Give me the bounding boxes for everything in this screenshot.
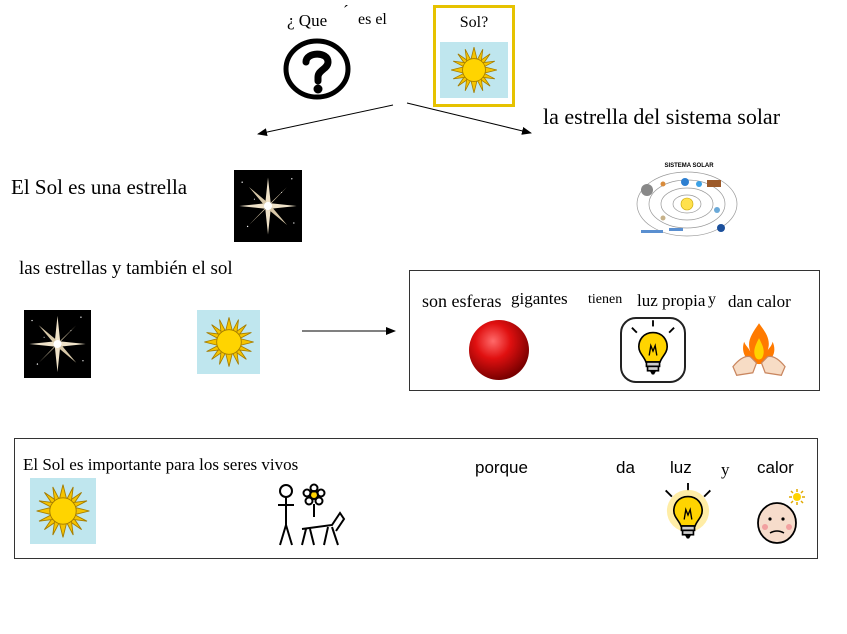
red-sphere-icon [466,317,532,383]
importance-text: El Sol es importante para los seres vivo… [23,455,299,474]
title-es-el: es el [358,11,387,28]
and-text: y [721,460,730,479]
features-panel: son esferas gigantes tienen luz propia y… [409,270,820,391]
fire-hands-icon [728,317,790,379]
importance-panel: El Sol es importante para los seres vivo… [14,438,818,559]
because-text: porque [475,458,528,477]
feature-own-light-text: luz propia [637,291,706,310]
feature-spheres-text: son esferas [422,291,502,311]
question-mark-icon [283,38,351,100]
feature-giant-text: gigantes [511,289,568,308]
warm-face-icon [755,487,811,545]
light-text: luz [670,458,692,477]
sun-icon-2 [197,310,260,374]
title-que: ¿ Que [287,11,328,30]
right-branch-text: la estrella del sistema solar [543,104,781,129]
gives-text: da [616,458,635,477]
heat-text: calor [757,458,794,477]
sun-card: Sol? [433,5,515,107]
sun-icon [440,42,508,98]
star-icon [234,170,302,242]
feature-heat-text: dan calor [728,292,791,311]
sun-icon-3 [30,478,96,544]
light-bulb-icon [620,317,686,383]
sun-card-label: Sol? [459,14,489,31]
left-branch-text: El Sol es una estrella [11,175,188,199]
solar-system-icon: SISTEMA SOLAR [633,158,746,244]
solar-system-label: SISTEMA SOLAR [664,163,714,169]
feature-have-text: tienen [588,292,623,307]
living-beings-icon [274,483,348,549]
feature-and-text: y [708,291,716,308]
stars-row-text: las estrellas y también el sol [19,258,233,279]
star-icon-2 [24,310,91,378]
title-accent: ´ [343,2,349,21]
glowing-bulb-icon [657,481,719,547]
